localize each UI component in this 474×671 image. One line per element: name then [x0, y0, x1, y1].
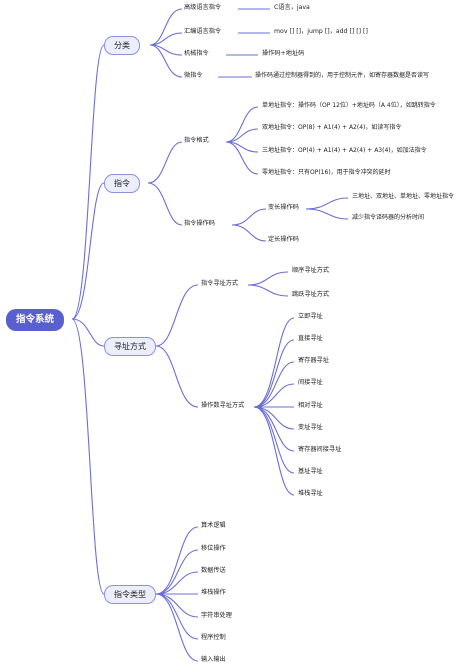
node-stack-addressing[interactable]: 堆栈寻址 [298, 490, 323, 497]
node-string-processing[interactable]: 字符串处理 [201, 612, 232, 619]
node-high-level-language[interactable]: 高级语言指令 [184, 4, 222, 11]
node-direct-addressing[interactable]: 直接寻址 [298, 335, 323, 342]
root-node[interactable]: 指令系统 [6, 309, 65, 331]
node-base-addressing[interactable]: 基址寻址 [298, 468, 323, 475]
node-indirect-addressing[interactable]: 间接寻址 [298, 379, 323, 386]
node-shift-operation[interactable]: 移位操作 [201, 545, 226, 552]
node-micro-instruction[interactable]: 微指令 [184, 72, 203, 79]
node-arithmetic-logic[interactable]: 算术逻辑 [201, 522, 226, 529]
node-instruction-addressing[interactable]: 指令寻址方式 [201, 280, 239, 287]
node-opcode-address[interactable]: 操作码+地址码 [262, 50, 305, 57]
node-reduce-decode-time[interactable]: 减少指令译码器的分析时间 [352, 214, 425, 221]
node-sequential-addressing[interactable]: 顺序寻址方式 [292, 267, 330, 274]
node-jump-addressing[interactable]: 跳跃寻址方式 [292, 291, 330, 298]
node-program-control[interactable]: 程序控制 [201, 634, 226, 641]
node-immediate-addressing[interactable]: 立即寻址 [298, 313, 323, 320]
node-machine-instruction[interactable]: 机械指令 [184, 50, 209, 57]
connector-lines [71, 8, 349, 662]
node-assembly-examples[interactable]: mov [] []，jump []，add [] [] [] [274, 28, 368, 35]
node-fixed-opcode[interactable]: 定长操作码 [268, 236, 299, 243]
node-stack-operation[interactable]: 堆栈操作 [201, 589, 226, 596]
node-single-address[interactable]: 单地址指令：操作码（OP 12位）+地址码（A 4位），如跳转指令 [262, 102, 436, 109]
node-micro-description[interactable]: 操作码通过控制器得到的，用于控制元件，如寄存器数据是否读写 [255, 72, 430, 79]
node-register-addressing[interactable]: 寄存器寻址 [298, 357, 329, 364]
node-opcode[interactable]: 指令操作码 [184, 220, 215, 227]
branch-instruction[interactable]: 指令 [104, 174, 140, 193]
node-zero-address[interactable]: 零地址指令：只有OP(16)，用于指令冲突的延时 [262, 169, 391, 176]
node-register-indirect-addressing[interactable]: 寄存器间接寻址 [298, 446, 342, 453]
node-operand-addressing[interactable]: 操作数寻址方式 [201, 402, 245, 409]
node-double-address[interactable]: 双地址指令：OP(8) + A1(4) + A2(4)，如读写指令 [262, 124, 402, 131]
node-triple-address[interactable]: 三地址指令：OP(4) + A1(4) + A2(4) + A3(4)，如加法指… [262, 147, 427, 154]
branch-classification[interactable]: 分类 [104, 36, 140, 55]
node-address-kinds[interactable]: 三地址、双地址、单地址、零地址指令 [352, 193, 455, 200]
branch-instruction-types[interactable]: 指令类型 [104, 585, 156, 604]
node-assembly-language[interactable]: 汇编语言指令 [184, 28, 222, 35]
node-c-java[interactable]: C语言，java [274, 4, 310, 11]
node-input-output[interactable]: 输入输出 [201, 656, 226, 663]
branch-addressing-mode[interactable]: 寻址方式 [104, 337, 156, 356]
node-relative-addressing[interactable]: 相对寻址 [298, 402, 323, 409]
node-instruction-format[interactable]: 指令格式 [184, 137, 209, 144]
node-data-transfer[interactable]: 数据传送 [201, 567, 226, 574]
node-indexed-addressing[interactable]: 变址寻址 [298, 424, 323, 431]
node-variable-opcode[interactable]: 变长操作码 [268, 204, 299, 211]
